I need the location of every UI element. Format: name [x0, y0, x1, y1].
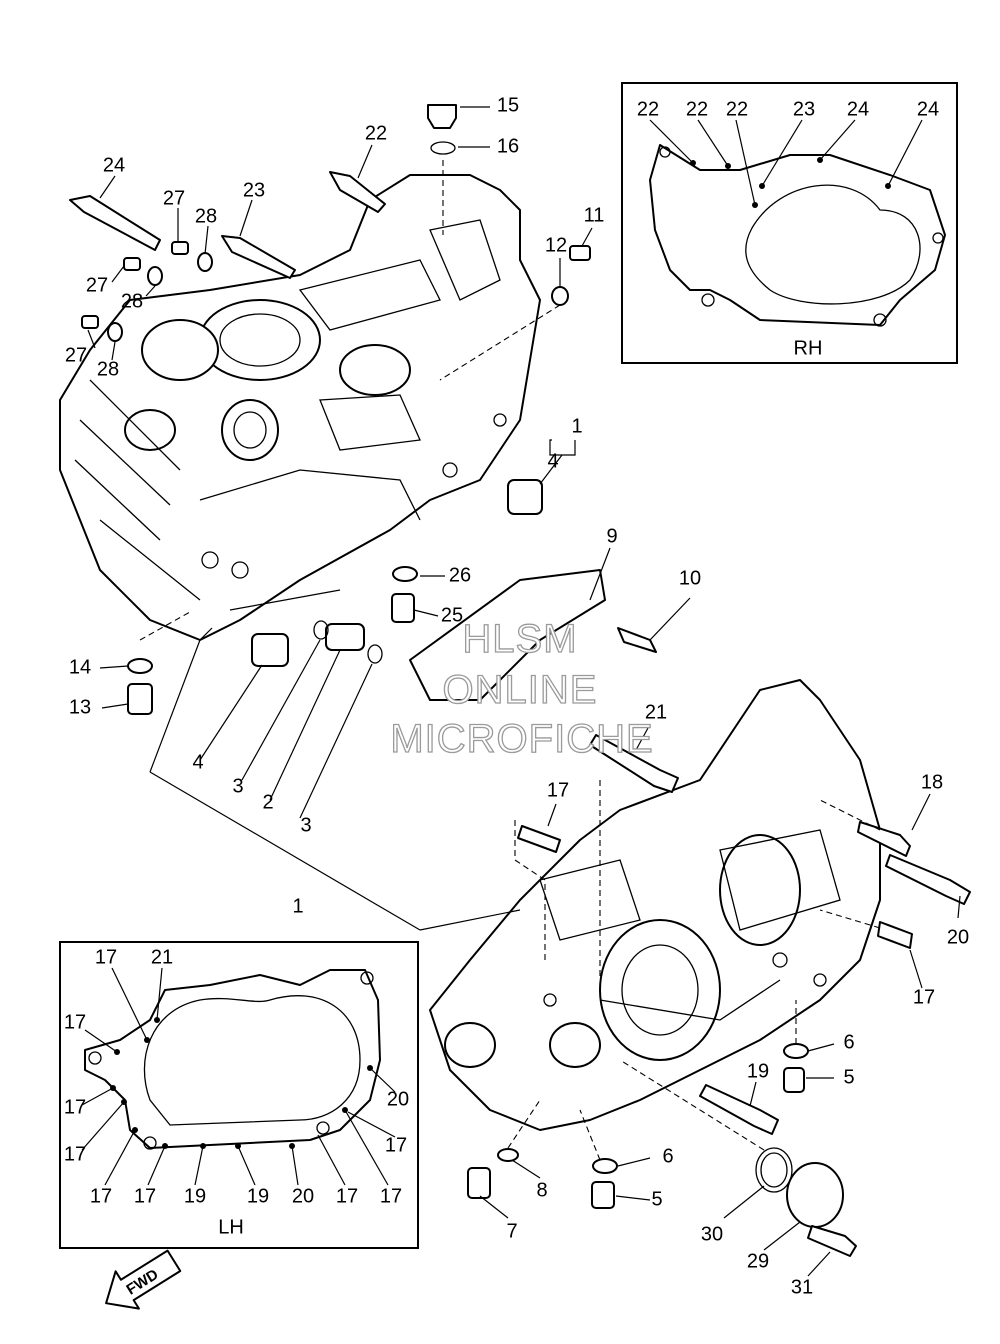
- callout-18: 18: [921, 771, 943, 793]
- callout-5: 5: [843, 1066, 854, 1088]
- lh-callout-20: 20: [292, 1185, 314, 1207]
- lh-callout-17: 17: [336, 1185, 358, 1207]
- callout-14: 14: [69, 656, 91, 678]
- callout-3: 3: [300, 814, 311, 836]
- callout-12: 12: [545, 234, 567, 256]
- main-callouts: 15 16 22 24 27 28 23 27 28 27 28 12 11 1…: [65, 94, 969, 1298]
- fwd-arrow: FWD: [105, 1249, 182, 1310]
- watermark-line-3: MICROFICHE: [390, 717, 653, 761]
- callout-7: 7: [506, 1220, 517, 1242]
- lh-callout-17: 17: [380, 1185, 402, 1207]
- right-crankcase-half: [429, 679, 881, 1131]
- callout-27: 27: [86, 274, 108, 296]
- lh-callout-17: 17: [134, 1185, 156, 1207]
- watermark-line-1: HLSM: [462, 617, 577, 661]
- callout-29: 29: [747, 1250, 769, 1272]
- callout-28: 28: [121, 290, 143, 312]
- callout-28: 28: [195, 205, 217, 227]
- callout-17: 17: [547, 779, 569, 801]
- rh-callout-23: 23: [793, 98, 815, 120]
- callout-24: 24: [103, 154, 125, 176]
- callout-5: 5: [651, 1188, 662, 1210]
- watermark-line-2: ONLINE: [443, 668, 598, 712]
- callout-1: 1: [571, 415, 582, 437]
- lh-callout-17: 17: [90, 1185, 112, 1207]
- rh-callout-24: 24: [847, 98, 869, 120]
- callout-13: 13: [69, 696, 91, 718]
- rh-callout-22: 22: [637, 98, 659, 120]
- callout-4: 4: [547, 450, 558, 472]
- rh-inset-label: RH: [794, 337, 823, 359]
- callout-30: 30: [701, 1223, 723, 1245]
- fwd-arrow-icon: [105, 1249, 182, 1310]
- callout-1: 1: [292, 895, 303, 917]
- callout-15: 15: [497, 94, 519, 116]
- callout-9: 9: [606, 525, 617, 547]
- lh-callout-17: 17: [64, 1096, 86, 1118]
- callout-27: 27: [163, 187, 185, 209]
- watermark: HLSM ONLINE MICROFICHE: [390, 616, 654, 761]
- callout-2: 2: [262, 791, 273, 813]
- callout-21: 21: [645, 701, 667, 723]
- callout-26: 26: [449, 564, 471, 586]
- callout-16: 16: [497, 135, 519, 157]
- lh-callout-21: 21: [151, 946, 173, 968]
- callout-23: 23: [243, 179, 265, 201]
- lh-callout-17: 17: [95, 946, 117, 968]
- callout-31: 31: [791, 1276, 813, 1298]
- callout-20: 20: [947, 926, 969, 948]
- callout-17: 17: [913, 986, 935, 1008]
- callout-8: 8: [536, 1179, 547, 1201]
- lh-callout-17: 17: [64, 1011, 86, 1033]
- lh-inset-frame: [59, 941, 419, 1249]
- small-parts: [69, 104, 971, 1257]
- callout-22: 22: [365, 122, 387, 144]
- callout-19: 19: [747, 1060, 769, 1082]
- callout-11: 11: [584, 204, 605, 226]
- left-crankcase-half: [59, 174, 541, 641]
- callout-6: 6: [662, 1145, 673, 1167]
- callout-28: 28: [97, 358, 119, 380]
- callout-3: 3: [232, 775, 243, 797]
- lh-callout-17: 17: [385, 1134, 407, 1156]
- callout-10: 10: [679, 567, 701, 589]
- callout-4: 4: [192, 751, 203, 773]
- rh-inset-frame: [621, 82, 958, 364]
- callout-25: 25: [441, 604, 463, 626]
- rh-inset: 22 22 22 23 24 24 RH: [621, 82, 958, 364]
- rh-callout-22: 22: [726, 98, 748, 120]
- callout-6: 6: [843, 1031, 854, 1053]
- lh-callout-19: 19: [247, 1185, 269, 1207]
- lh-inset-label: LH: [218, 1216, 244, 1238]
- rh-callout-22: 22: [686, 98, 708, 120]
- leader-lines: [87, 106, 961, 1277]
- lh-inset: 17 21 17 17 17 20 17 17 17 19 19 20 17 1…: [59, 941, 419, 1249]
- lh-callout-20: 20: [387, 1088, 409, 1110]
- lh-callout-17: 17: [64, 1143, 86, 1165]
- rh-callout-24: 24: [917, 98, 939, 120]
- lh-callout-19: 19: [184, 1185, 206, 1207]
- callout-27: 27: [65, 344, 87, 366]
